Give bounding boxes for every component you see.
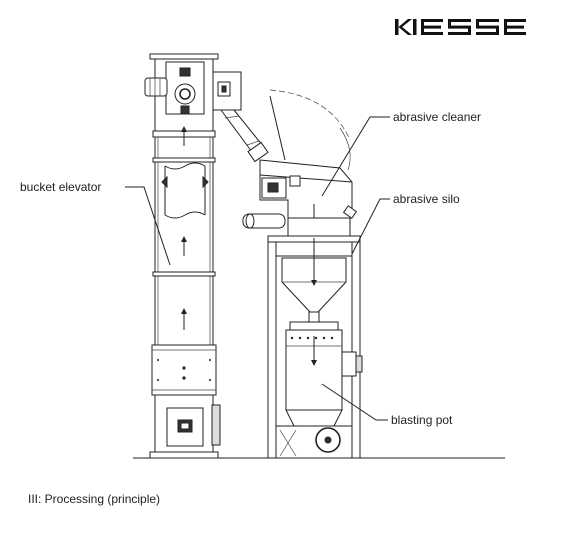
abrasive-silo: [267, 217, 363, 459]
bucket-elevator: [144, 53, 221, 459]
label-blasting-pot: blasting pot: [391, 413, 453, 427]
kiess-logo: [395, 19, 526, 35]
label-bucket-elevator: bucket elevator: [20, 180, 101, 194]
figure-caption: III: Processing (principle): [28, 492, 161, 506]
discharge-chute: [212, 71, 269, 163]
label-abrasive-cleaner: abrasive cleaner: [393, 110, 481, 124]
callout-lines: [125, 116, 390, 421]
label-abrasive-silo: abrasive silo: [393, 192, 460, 206]
abrasive-cleaner: [242, 89, 358, 232]
